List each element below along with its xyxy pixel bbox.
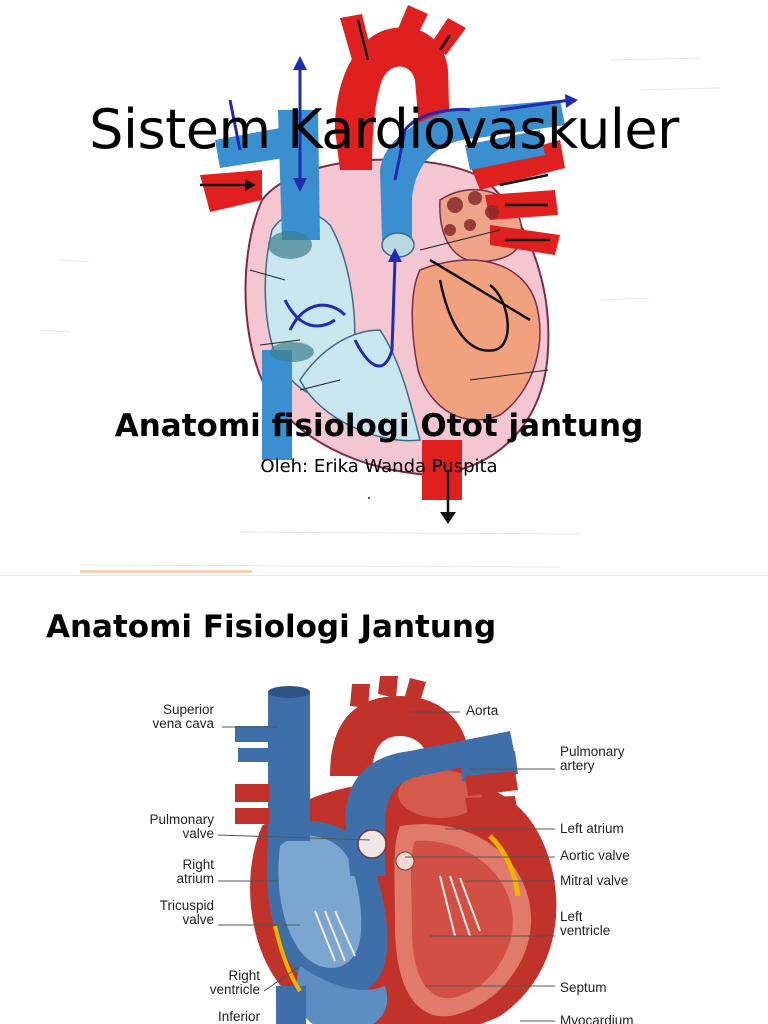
heart-circulation-illustration [39, 5, 721, 568]
slide-divider [0, 575, 768, 576]
decorative-dot [368, 497, 370, 499]
label-left-atrium: Left atrium [560, 821, 624, 836]
slide-title: Anatomi Fisiologi Jantung [46, 609, 497, 645]
label-aorta: Aorta [466, 703, 499, 718]
author-byline: Oleh: Erika Wanda Puspita [260, 456, 498, 477]
decorative-underline [80, 570, 252, 573]
label-inferior: Inferior [217, 1009, 260, 1024]
slide-title: Sistem Kardiovaskuler [89, 98, 679, 161]
slide-subtitle: Anatomi fisiologi Otot jantung [114, 408, 644, 444]
heart-anatomy-diagram [46, 666, 736, 1024]
label-aortic-valve: Aortic valve [560, 848, 630, 863]
label-septum: Septum [560, 980, 607, 995]
label-mitral-valve: Mitral valve [560, 873, 629, 888]
slide-1: Sistem Kardiovaskuler Anatomi fisiologi … [39, 5, 721, 573]
label-myocardium: Myocardium [560, 1013, 634, 1024]
slide-2: Anatomi Fisiologi Jantung [0, 576, 768, 1024]
